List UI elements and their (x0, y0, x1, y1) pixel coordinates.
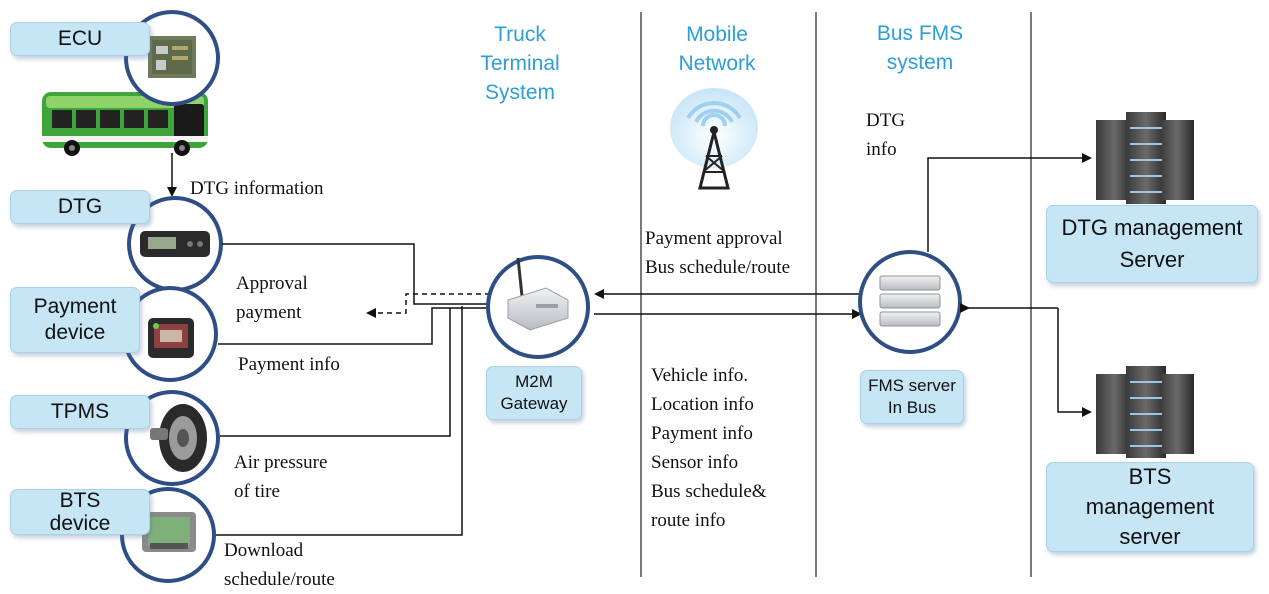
vehicle-info-list: Vehicle info. Location info Payment info… (651, 365, 767, 531)
ecu-label: ECU (10, 22, 150, 56)
bts-server-rack-icon (1096, 366, 1194, 458)
mobile-network-heading: Mobile Network (678, 23, 756, 75)
m2m-gateway-circle (486, 255, 590, 359)
m2m-gateway-label: M2M Gateway (486, 366, 582, 420)
bus-image (42, 92, 208, 156)
dtg-info-note: DTG info (866, 110, 906, 160)
tpms-to-gateway-line (220, 308, 451, 437)
payment-info-note: Payment info (238, 354, 340, 375)
truck-terminal-heading: Truck Terminal System (480, 23, 560, 104)
dtg-circle (127, 196, 223, 292)
air-pressure-note: Air pressure of tire (234, 452, 328, 502)
fms-to-bts-server-arrow (1057, 308, 1092, 417)
payment-device-label: Payment device (10, 287, 140, 353)
fms-server-label: FMS server In Bus (860, 370, 964, 424)
approval-payment-dashed-arrow (366, 293, 490, 318)
fms-server-circle (858, 250, 962, 354)
dtg-label: DTG (10, 190, 150, 224)
dtg-server-rack-icon (1096, 112, 1194, 204)
bts-management-server-label: BTS management server (1046, 462, 1254, 552)
bts-to-gateway-line (216, 306, 463, 536)
tpms-circle (124, 390, 220, 486)
download-schedule-note: Download schedule/route (224, 540, 335, 590)
payment-info-line (218, 307, 490, 345)
payment-approval-note: Payment approval Bus schedule/route (645, 228, 791, 278)
approval-payment-note: Approval payment (236, 273, 308, 323)
antenna-icon (670, 88, 758, 190)
payment-circle (122, 286, 218, 382)
bts-device-label: BTS device (10, 489, 150, 535)
dtg-management-server-label: DTG management Server (1046, 205, 1258, 283)
tpms-label: TPMS (10, 395, 150, 429)
bus-fms-heading: Bus FMS system (876, 22, 964, 74)
fms-to-dtg-server-arrow (927, 153, 1092, 252)
dtg-information-note: DTG information (190, 178, 324, 199)
dtg-to-gateway-line (222, 243, 490, 305)
